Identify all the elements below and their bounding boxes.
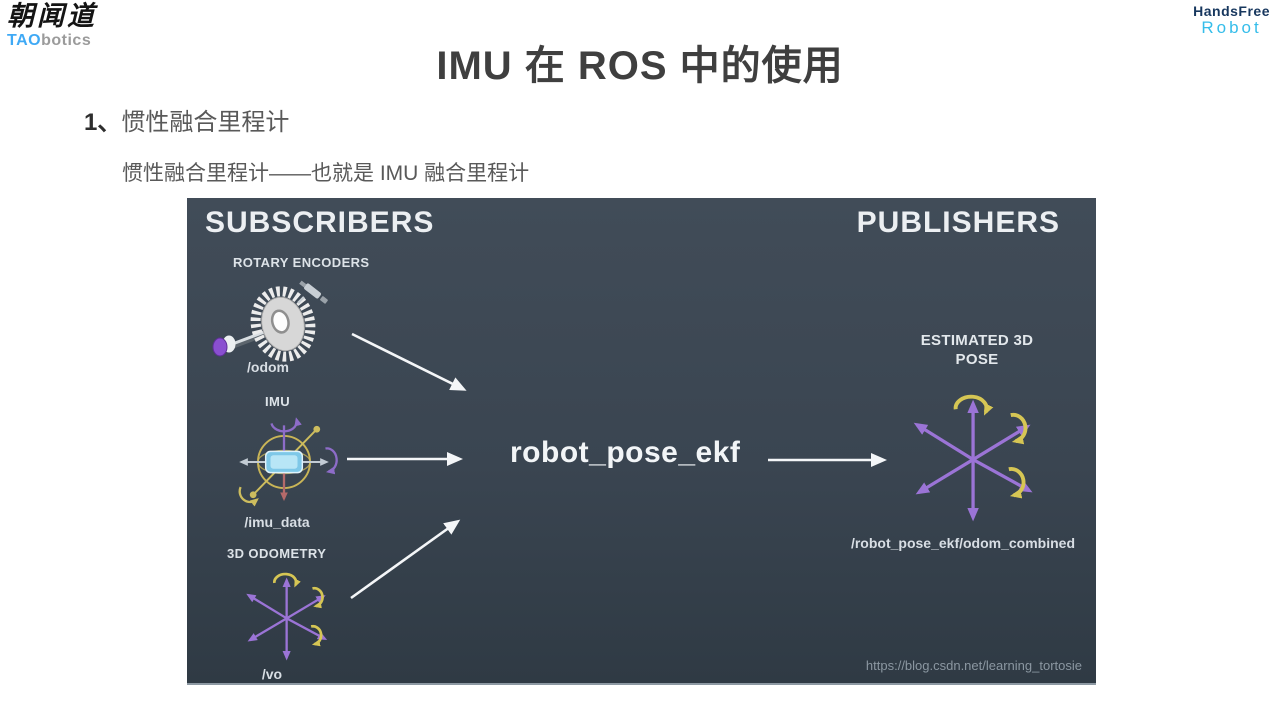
estimated-3d-pose-line1: ESTIMATED 3D xyxy=(920,332,1034,349)
imu-label: IMU xyxy=(265,394,291,409)
rotary-encoder-icon xyxy=(212,280,328,362)
imu-data-topic-label: /imu_data xyxy=(244,514,310,530)
vo-topic-label: /vo xyxy=(261,666,283,682)
subscribers-title: SUBSCRIBERS xyxy=(205,206,435,239)
rotary-encoders-label: ROTARY ENCODERS xyxy=(233,255,370,270)
page-title: IMU 在 ROS 中的使用 xyxy=(436,44,844,88)
pose-axes-icon xyxy=(913,394,1033,522)
taobotics-calligraphy: 朝闻道 xyxy=(7,1,97,32)
ros-ekf-diagram: SUBSCRIBERS PUBLISHERS ROTARY ENCODERS /… xyxy=(187,198,1096,685)
3d-odometry-axes-icon xyxy=(246,572,328,661)
section-subheading: 惯性融合里程计——也就是 IMU 融合里程计 xyxy=(122,162,530,185)
section-heading-number: 1、 xyxy=(84,109,122,136)
flow-arrows xyxy=(347,332,887,600)
watermark-url: https://blog.csdn.net/learning_tortosie xyxy=(865,658,1082,673)
publishers-title: PUBLISHERS xyxy=(856,206,1060,239)
estimated-3d-pose-label: ESTIMATED 3D POSE xyxy=(887,331,1067,369)
section-heading-text: 惯性融合里程计 xyxy=(121,109,290,136)
taobotics-wordmark: TAObotics xyxy=(7,33,97,49)
3d-odometry-label: 3D ODOMETRY xyxy=(227,546,327,561)
estimated-3d-pose-line2: POSE xyxy=(955,351,999,368)
robot-pose-ekf-node-label: robot_pose_ekf xyxy=(510,436,741,469)
taobotics-logo: 朝闻道 TAObotics xyxy=(7,2,97,49)
odom-combined-topic-label: /robot_pose_ekf/odom_combined xyxy=(850,535,1076,551)
handsfree-logo: HandsFree Robot xyxy=(1193,3,1270,37)
imu-icon xyxy=(238,417,338,507)
taobotics-wordmark-primary: TAO xyxy=(7,32,42,49)
handsfree-logo-bottom: Robot xyxy=(1201,18,1262,37)
handsfree-logo-top: HandsFree xyxy=(1193,3,1270,19)
odom-topic-label: /odom xyxy=(247,359,289,375)
section-heading: 1、惯性融合里程计 xyxy=(84,102,289,137)
taobotics-wordmark-secondary: botics xyxy=(41,32,92,49)
